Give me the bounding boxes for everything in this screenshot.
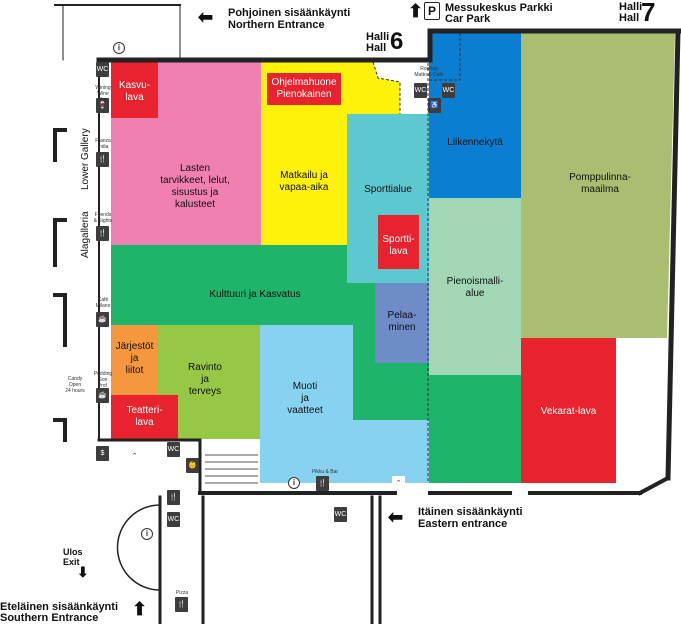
- zone-matkailu[interactable]: [261, 62, 400, 245]
- label-ohjelmahuone: Ohjelmahuone Pienokainen: [271, 77, 337, 100]
- car-park-en[interactable]: Car Park: [445, 13, 491, 25]
- hall7-number: 7: [641, 0, 656, 27]
- wc-icon[interactable]: WC: [96, 62, 109, 77]
- zone-pomppulinna[interactable]: [521, 33, 675, 338]
- dashed-hall6: [428, 33, 461, 81]
- hall6-en: Hall: [366, 42, 387, 54]
- wc-icon[interactable]: WC: [442, 83, 455, 98]
- north-entrance-fi[interactable]: Pohjoinen sisäänkäynti: [228, 7, 351, 19]
- hall7-fi: Halli: [619, 1, 643, 13]
- cafe-icon[interactable]: ☕: [96, 312, 109, 327]
- arrow-left-icon: ⬅: [198, 7, 214, 27]
- car-park-fi[interactable]: Messukeskus Parkki: [445, 2, 553, 14]
- wc-icon[interactable]: WC: [414, 83, 427, 98]
- dashed-cafe-outline: [372, 61, 401, 114]
- arrow-up-icon: ⬆: [408, 1, 424, 21]
- east-entrance-en[interactable]: Eastern entrance: [418, 518, 508, 530]
- label-sporttialue: Sporttialue: [364, 184, 412, 195]
- info-icon[interactable]: i: [141, 528, 153, 540]
- lower-gallery-label: Lower Gallery: [80, 128, 91, 190]
- zone-vekarat[interactable]: [521, 338, 616, 483]
- cafe-label: Café Milano: [95, 297, 111, 309]
- label-teatterilava: Teatteri- lava: [126, 405, 163, 428]
- north-entrance-en[interactable]: Northern Entrance: [228, 19, 325, 31]
- label-ravinto: Ravinto ja terveys: [188, 362, 222, 397]
- parking-icon: P: [424, 2, 440, 20]
- baby-care-icon[interactable]: 👶: [186, 458, 199, 473]
- friends-label: Friends & Sights: [93, 212, 113, 224]
- alagalleria-label: Alagalleria: [80, 211, 91, 258]
- wc-icon[interactable]: WC: [167, 442, 180, 457]
- pizza-label: Pizza: [175, 590, 189, 596]
- accessible-icon[interactable]: ♿: [428, 98, 441, 113]
- arrow-down-icon: ⬇: [77, 564, 89, 580]
- zone-ohjelmahuone[interactable]: [267, 73, 341, 105]
- label-pomppulinna: Pomppulinna- maailma: [569, 172, 631, 195]
- restaurant-icon[interactable]: 🍴: [167, 490, 180, 505]
- exit-fi[interactable]: Ulos: [63, 547, 83, 557]
- label-kasvulava: Kasvu- lava: [118, 80, 151, 103]
- label-jarjestot: Järjestöt ja liitot: [115, 341, 154, 376]
- exit-en[interactable]: Exit: [63, 557, 80, 567]
- pikku-label: Pikku & Bar: [311, 469, 339, 475]
- south-entrance-en[interactable]: Southern Entrance: [0, 612, 99, 624]
- label-vekarat: Vekarat-lava: [540, 406, 597, 417]
- label-sporttilava: Sportti- lava: [382, 234, 415, 257]
- label-lasten: Lasten tarvikkeet, lelut, sisustus ja ka…: [160, 163, 230, 210]
- pudding-label: Pudding Son Prof.: [93, 371, 113, 389]
- label-liikennekyta: Liikennekytä: [447, 137, 503, 148]
- arrow-left-icon: ⬅: [388, 507, 404, 527]
- zone-jarjestot[interactable]: [111, 325, 158, 395]
- wine-icon[interactable]: 🍷: [96, 98, 109, 113]
- cafe-icon[interactable]: ☕: [96, 388, 109, 403]
- franza-label: Franza India: [95, 138, 111, 150]
- label-pienoismalli: Pienoismalli- alue: [446, 276, 504, 299]
- arrow-up-icon: ⬆: [132, 599, 148, 619]
- zone-pelaaminen[interactable]: [375, 283, 429, 363]
- wining-label: Wining Wine Bar: [95, 85, 111, 103]
- walls: [53, 4, 681, 624]
- hall6-number: 6: [390, 28, 404, 55]
- zone-kulttuuri[interactable]: [111, 245, 521, 483]
- wc-icon[interactable]: WC: [334, 507, 347, 522]
- south-entrance-fi[interactable]: Eteläinen sisäänkäynti: [0, 601, 118, 613]
- label-pelaaminen: Pelaa- minen: [387, 310, 417, 333]
- restaurant-icon[interactable]: 🍴: [96, 152, 109, 167]
- coat-check-icon[interactable]: ⌃: [392, 476, 405, 491]
- restaurant-icon[interactable]: 🍴: [175, 597, 188, 612]
- restaurant-icon[interactable]: 🍴: [96, 226, 109, 241]
- east-entrance-fi[interactable]: Itäinen sisäänkäynti: [418, 506, 523, 518]
- hall6-fi: Halli: [366, 31, 390, 43]
- restaurant-icon[interactable]: 🍴: [316, 476, 329, 491]
- hall7-en: Hall: [619, 12, 640, 24]
- zone-pienoismalli[interactable]: [429, 198, 521, 375]
- stairs: [205, 454, 258, 484]
- zone-sporttilava[interactable]: [378, 215, 419, 269]
- zone-liikennekyta[interactable]: [429, 33, 521, 198]
- atm-icon[interactable]: $: [96, 446, 109, 461]
- wc-icon[interactable]: WC: [167, 512, 180, 527]
- info-icon[interactable]: i: [113, 42, 125, 54]
- label-matkailu: Matkailu ja vapaa-aika: [279, 170, 329, 193]
- coat-check-icon[interactable]: ⌃: [128, 449, 141, 464]
- exit-door-arc: [116, 504, 161, 591]
- label-kulttuuri: Kulttuuri ja Kasvatus: [209, 289, 301, 300]
- info-icon[interactable]: i: [288, 477, 300, 489]
- zone-muoti[interactable]: [260, 325, 429, 483]
- label-muoti: Muoti ja vaatteet: [287, 381, 323, 416]
- zone-teatterilava[interactable]: [111, 395, 178, 439]
- candy-label: Candy Open 24 hours: [65, 376, 85, 394]
- rooftop-label: Rooftop Matto & Cafe: [414, 66, 444, 78]
- zone-kasvulava[interactable]: [111, 62, 158, 118]
